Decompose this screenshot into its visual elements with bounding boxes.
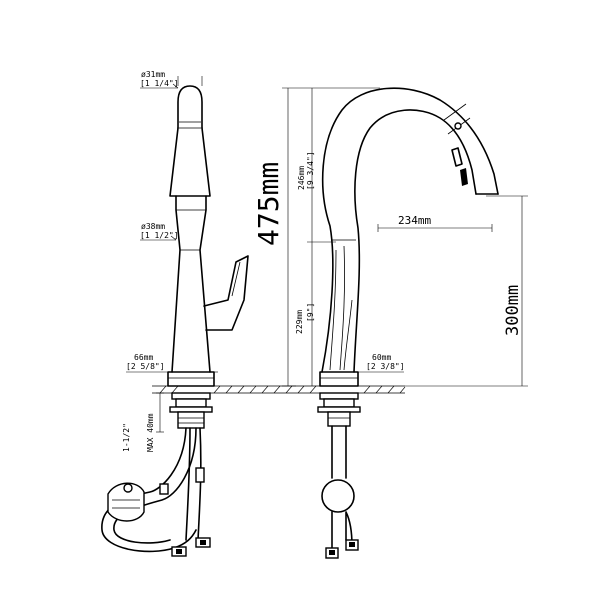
spout-diameter-mm: ø31mm bbox=[141, 70, 165, 79]
gooseneck-inner bbox=[353, 109, 477, 373]
upper-height-mm: 246mm bbox=[297, 166, 306, 190]
dimension-mounting-thickness: 1-1/2" MAX 40mm bbox=[122, 392, 164, 452]
spout-diameter-inch: [1 1/4"] bbox=[140, 79, 179, 88]
body-diameter-inch: [1 1/2"] bbox=[140, 231, 179, 240]
handle-lever bbox=[203, 255, 249, 331]
dimension-reach: 234mm bbox=[377, 214, 493, 232]
right-base-width-inch: [2 3/8"] bbox=[366, 362, 405, 371]
total-height-label: 475mm bbox=[252, 162, 285, 246]
hose-weight bbox=[107, 482, 145, 522]
spout-height-label: 300mm bbox=[503, 285, 523, 336]
dimension-body-diameter: ø38mm [1 1/2"] bbox=[140, 222, 179, 241]
faucet-base bbox=[167, 371, 215, 387]
mounting-max: MAX 40mm bbox=[146, 413, 155, 452]
left-base-width-mm: 66mm bbox=[134, 353, 153, 362]
upper-height-inch: [9 3/4"] bbox=[306, 151, 315, 190]
dimension-lower-height: 229mm [9"] bbox=[295, 242, 315, 386]
lower-height-mm: 229mm bbox=[295, 310, 304, 334]
profile-base bbox=[319, 371, 359, 387]
faucet-neck bbox=[169, 127, 211, 197]
gooseneck-outer bbox=[321, 87, 499, 373]
right-base-width-mm: 60mm bbox=[372, 353, 391, 362]
left-base-width-inch: [2 5/8"] bbox=[126, 362, 165, 371]
faucet-side-view bbox=[101, 85, 249, 557]
dimension-right-base-width: 60mm [2 3/8"] bbox=[358, 353, 405, 373]
dimension-total-height: 475mm bbox=[252, 87, 380, 387]
lower-height-inch: [9"] bbox=[306, 303, 315, 322]
dimension-spout-height: 300mm bbox=[405, 195, 528, 387]
dimension-left-base-width: 66mm [2 5/8"] bbox=[126, 353, 218, 373]
dimension-upper-height: 246mm [9 3/4"] bbox=[297, 88, 336, 243]
faucet-body bbox=[171, 195, 211, 373]
countertop bbox=[152, 385, 406, 394]
mounting-thread: 1-1/2" bbox=[122, 423, 131, 452]
pull-down-hose bbox=[101, 427, 197, 553]
reach-label: 234mm bbox=[398, 214, 431, 227]
supply-line-right bbox=[197, 427, 202, 541]
faucet-profile-view bbox=[317, 87, 499, 559]
body-diameter-mm: ø38mm bbox=[141, 222, 165, 231]
dimension-spout-diameter: ø31mm [1 1/4"] bbox=[140, 70, 203, 89]
hose-loop bbox=[321, 479, 355, 513]
supply-line-left bbox=[185, 427, 191, 541]
spray-head bbox=[177, 85, 203, 129]
